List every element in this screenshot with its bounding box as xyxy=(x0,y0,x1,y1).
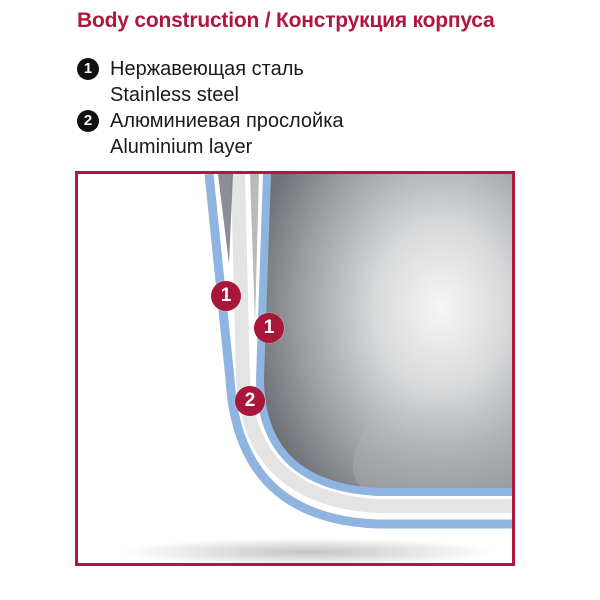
marker-stainless-steel-inner: 1 xyxy=(254,313,284,343)
number-2-icon: 2 xyxy=(77,110,99,132)
legend-label-en: Stainless steel xyxy=(110,84,239,106)
page-title: Body construction / Конструкция корпуса xyxy=(77,9,495,32)
legend-item-aluminium-layer: 2 Алюминиевая прослойка Aluminium layer xyxy=(77,108,344,160)
legend-label-ru: Алюминиевая прослойка xyxy=(110,110,344,132)
legend: 1 Нержавеющая сталь Stainless steel 2 Ал… xyxy=(77,56,344,160)
cross-section-frame: 1 1 2 xyxy=(75,171,515,566)
legend-item-stainless-steel: 1 Нержавеющая сталь Stainless steel xyxy=(77,56,344,108)
number-1-icon: 1 xyxy=(77,58,99,80)
legend-label-en: Aluminium layer xyxy=(110,136,253,158)
legend-label-ru: Нержавеющая сталь xyxy=(110,58,304,80)
marker-stainless-steel-outer: 1 xyxy=(211,281,241,311)
pan-wall-cross-section xyxy=(118,174,512,563)
marker-aluminium-layer: 2 xyxy=(235,386,265,416)
